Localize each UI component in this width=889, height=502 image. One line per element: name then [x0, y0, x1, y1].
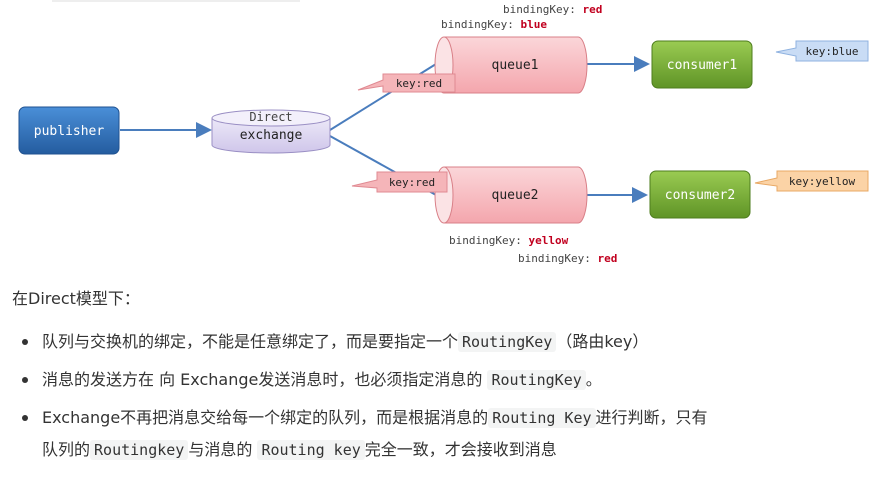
inline-code: Routing key [257, 440, 365, 460]
svg-text:key:blue: key:blue [806, 45, 859, 58]
route1-callout: key:red [357, 73, 456, 93]
bullet-dot [22, 339, 28, 345]
direct-exchange-diagram: publisher Direct exchange queue1 queue2 … [18, 0, 869, 265]
consumer2-key-callout: key:yellow [754, 170, 869, 192]
consumer2-label: consumer2 [665, 188, 735, 203]
publisher-label: publisher [34, 124, 105, 139]
route2-callout: key:red [351, 171, 448, 193]
consumer1-label: consumer1 [667, 58, 737, 73]
list-item: 消息的发送方在 向 Exchange发送消息时，也必须指定消息的 Routing… [0, 364, 889, 396]
consumer2-node: consumer2 [649, 170, 751, 219]
svg-text:key:red: key:red [389, 176, 435, 189]
consumer1-key-callout: key:blue [775, 40, 869, 62]
publisher-node: publisher [18, 106, 120, 155]
svg-text:bindingKey: blue: bindingKey: blue [441, 18, 547, 31]
svg-text:key:yellow: key:yellow [789, 175, 856, 188]
consumer1-node: consumer1 [651, 40, 753, 89]
exchange-node: Direct exchange [211, 109, 331, 154]
queue2-node: queue2 [434, 166, 588, 224]
queue1-binding-keys: bindingKey: red bindingKey: blue [441, 3, 602, 31]
queue1-node: queue1 [434, 36, 588, 94]
queue2-label: queue2 [492, 188, 539, 203]
svg-text:bindingKey: yellow: bindingKey: yellow [449, 234, 569, 247]
inline-code: Routingkey [90, 440, 189, 460]
inline-code: RoutingKey [458, 332, 557, 352]
svg-text:bindingKey: red: bindingKey: red [518, 252, 617, 265]
queue1-label: queue1 [492, 58, 539, 73]
bullet-dot [22, 377, 28, 383]
bullet-dot [22, 415, 28, 421]
inline-code: Routing Key [488, 408, 596, 428]
exchange-label: exchange [240, 128, 303, 143]
intro-paragraph: 在Direct模型下： [12, 289, 140, 308]
inline-code: RoutingKey [487, 370, 586, 390]
queue2-binding-keys: bindingKey: yellow bindingKey: red [449, 234, 617, 265]
svg-text:bindingKey: red: bindingKey: red [503, 3, 602, 16]
exchange-type-label: Direct [249, 110, 292, 124]
svg-text:key:red: key:red [396, 77, 442, 90]
